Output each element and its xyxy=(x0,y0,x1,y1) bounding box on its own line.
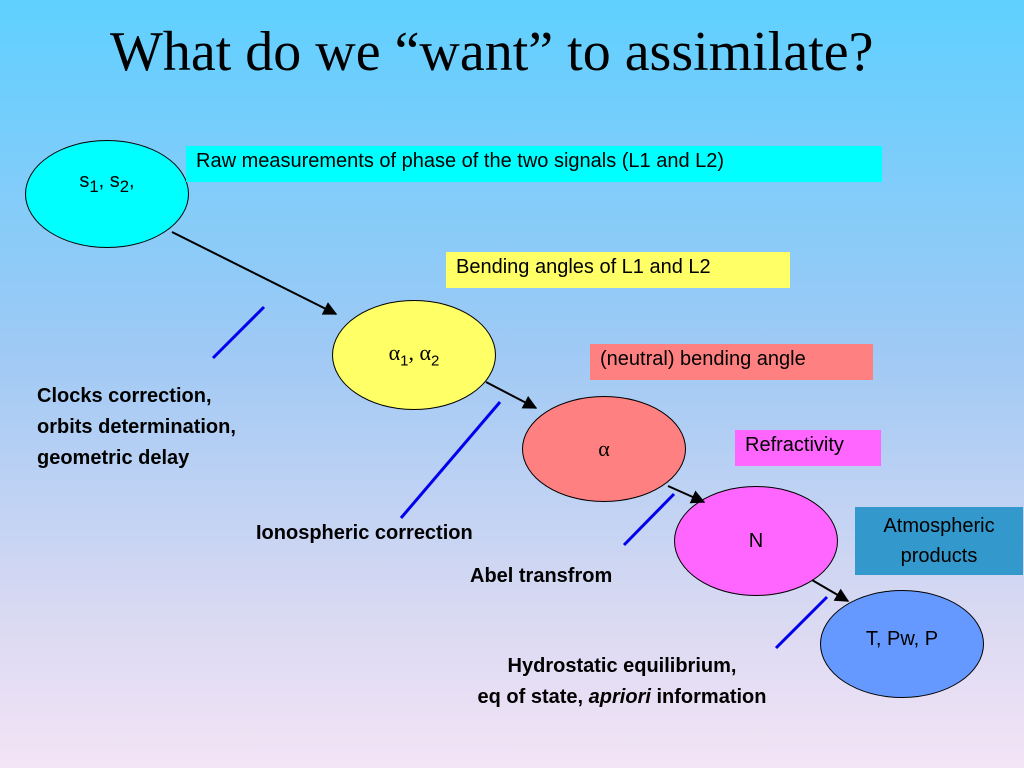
label-ionospheric-correction: Ionospheric correction xyxy=(256,522,473,544)
label-hydrostatic: Hydrostatic equilibrium, eq of state, ap… xyxy=(436,651,808,713)
atmospheric-line2: products xyxy=(900,545,978,567)
node-s: s1, s2, xyxy=(25,140,189,248)
arrow-n-to-tpp xyxy=(811,579,850,602)
arrow-s-to-alpha12 xyxy=(171,231,338,315)
hydro-line2: eq of state, apriori information xyxy=(477,686,767,708)
clocks-line2: orbits determination, xyxy=(37,416,236,438)
blue-arrow-clocks xyxy=(211,305,266,360)
box-refractivity: Refractivity xyxy=(735,430,881,466)
box-raw-measurements: Raw measurements of phase of the two sig… xyxy=(186,146,882,182)
box-neutral-bending: (neutral) bending angle xyxy=(590,344,873,380)
blue-arrow-hydrostatic xyxy=(774,595,829,650)
slide-title: What do we “want” to assimilate? xyxy=(110,21,874,83)
clocks-line3: geometric delay xyxy=(37,447,190,469)
node-alpha-text: α xyxy=(598,436,610,461)
arrow-alpha-to-n xyxy=(667,485,706,504)
node-alpha12-text: α1, α2 xyxy=(388,340,440,370)
clocks-line1: Clocks correction, xyxy=(37,385,212,407)
node-n: N xyxy=(674,486,838,596)
node-tpp: T, Pw, P xyxy=(820,590,984,698)
hydro-line1: Hydrostatic equilibrium, xyxy=(507,655,737,677)
label-abel-transform: Abel transfrom xyxy=(470,565,613,587)
node-n-text: N xyxy=(748,529,764,552)
arrow-alpha12-to-alpha xyxy=(485,381,538,409)
atmospheric-line1: Atmospheric xyxy=(883,515,995,537)
node-alpha: α xyxy=(522,396,686,502)
box-atmospheric-products: Atmospheric products xyxy=(855,507,1023,575)
node-tpp-text: T, Pw, P xyxy=(865,627,939,650)
label-clocks-correction: Clocks correction, orbits determination,… xyxy=(37,381,236,474)
node-alpha12: α1, α2 xyxy=(332,300,496,410)
blue-arrow-abel xyxy=(622,492,676,547)
node-s-text: s1, s2, xyxy=(79,169,135,196)
blue-arrow-ionospheric xyxy=(399,401,502,519)
box-bending-angles: Bending angles of L1 and L2 xyxy=(446,252,790,288)
